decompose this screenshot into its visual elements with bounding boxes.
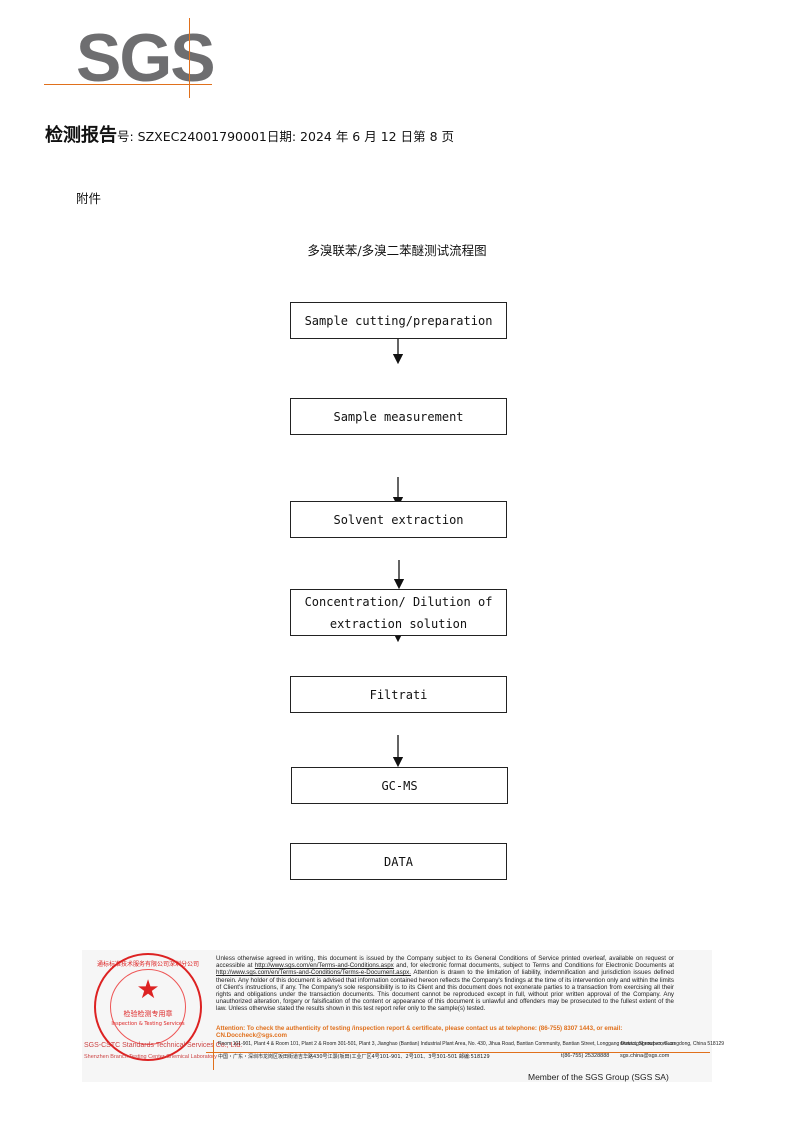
step-concentration-dilution: Concentration/ Dilution of extraction so…	[290, 589, 507, 636]
terms-e-document-link[interactable]: http://www.sgs.com/en/Terms-and-Conditio…	[216, 969, 411, 977]
website-link[interactable]: www.sgsgroup.com.cn	[620, 1041, 676, 1047]
report-date: 日期: 2024 年 6 月 12 日	[266, 129, 414, 144]
step-label: Filtrati	[369, 687, 428, 702]
report-header: 检测报告号: SZXEC24001790001日期: 2024 年 6 月 12…	[45, 121, 454, 147]
disclaimer-text-a: Unless otherwise agreed in writing, this…	[216, 955, 674, 970]
step-solvent-extraction: Solvent extraction	[290, 501, 507, 538]
step-label: Concentration/ Dilution of	[304, 594, 493, 609]
disclaimer: Unless otherwise agreed in writing, this…	[216, 955, 674, 1013]
step-gc-ms: GC-MS	[291, 767, 508, 804]
member-line: Member of the SGS Group (SGS SA)	[528, 1072, 669, 1082]
company-name: SGS-CSTC Standards Technical Services Co…	[84, 1042, 243, 1049]
step-label: GC-MS	[381, 778, 418, 793]
seal-text: 检验检测专用章	[123, 1010, 173, 1018]
step-label: extraction solution	[329, 616, 468, 631]
step-data: DATA	[290, 843, 507, 880]
step-sample-measurement: Sample measurement	[290, 398, 507, 435]
report-number: 号: SZXEC24001790001	[117, 129, 267, 144]
address-chinese: 中国・广东・深圳市龙岗区坂田街道吉华路430号江灏(坂田)工业厂区4号101-9…	[218, 1054, 490, 1060]
page-number: 第 8 页	[413, 129, 454, 144]
report-title: 检测报告	[45, 125, 117, 146]
telephone: t(86-755) 25328888	[561, 1053, 610, 1059]
seal-arc-text: 通标标准技术服务有限公司深圳分公司	[96, 961, 199, 968]
logo-divider-vertical	[189, 18, 190, 98]
attachment-label: 附件	[76, 191, 102, 206]
step-label: Sample measurement	[333, 409, 464, 424]
star-icon: ★	[136, 975, 160, 1005]
seal-text-en: Inspection & Testing Services	[111, 1021, 185, 1027]
footer-divider-horizontal	[206, 1052, 710, 1053]
footer-divider-vertical	[213, 1040, 214, 1070]
step-label: DATA	[384, 854, 413, 869]
address-english: Room 101-901, Plant 4 & Room 101, Plant …	[218, 1041, 725, 1047]
step-filtration: Filtrati	[290, 676, 507, 713]
logo-divider-horizontal	[44, 84, 212, 85]
terms-link[interactable]: http://www.sgs.com/en/Terms-and-Conditio…	[254, 962, 394, 970]
flowchart-title: 多溴联苯/多溴二苯醚测试流程图	[307, 243, 487, 258]
disclaimer-text-c: Attention is drawn to the limitation of …	[216, 969, 674, 1013]
step-label: Sample cutting/preparation	[304, 313, 493, 328]
company-seal: 通标标准技术服务有限公司深圳分公司 ★ 检验检测专用章 Inspection &…	[94, 953, 202, 1061]
step-sample-cutting: Sample cutting/preparation	[290, 302, 507, 339]
step-label: Solvent extraction	[333, 512, 464, 527]
disclaimer-text-b: and, for electronic format documents, su…	[396, 962, 674, 970]
seal-inner-ring	[110, 969, 186, 1045]
sgs-logo: SGS	[76, 20, 216, 96]
email-link[interactable]: sgs.china@sgs.com	[620, 1053, 670, 1059]
authenticity-notice: Attention: To check the authenticity of …	[216, 1025, 623, 1040]
branch-name: Shenzhen Branch Testing Center Chemical …	[84, 1054, 217, 1060]
